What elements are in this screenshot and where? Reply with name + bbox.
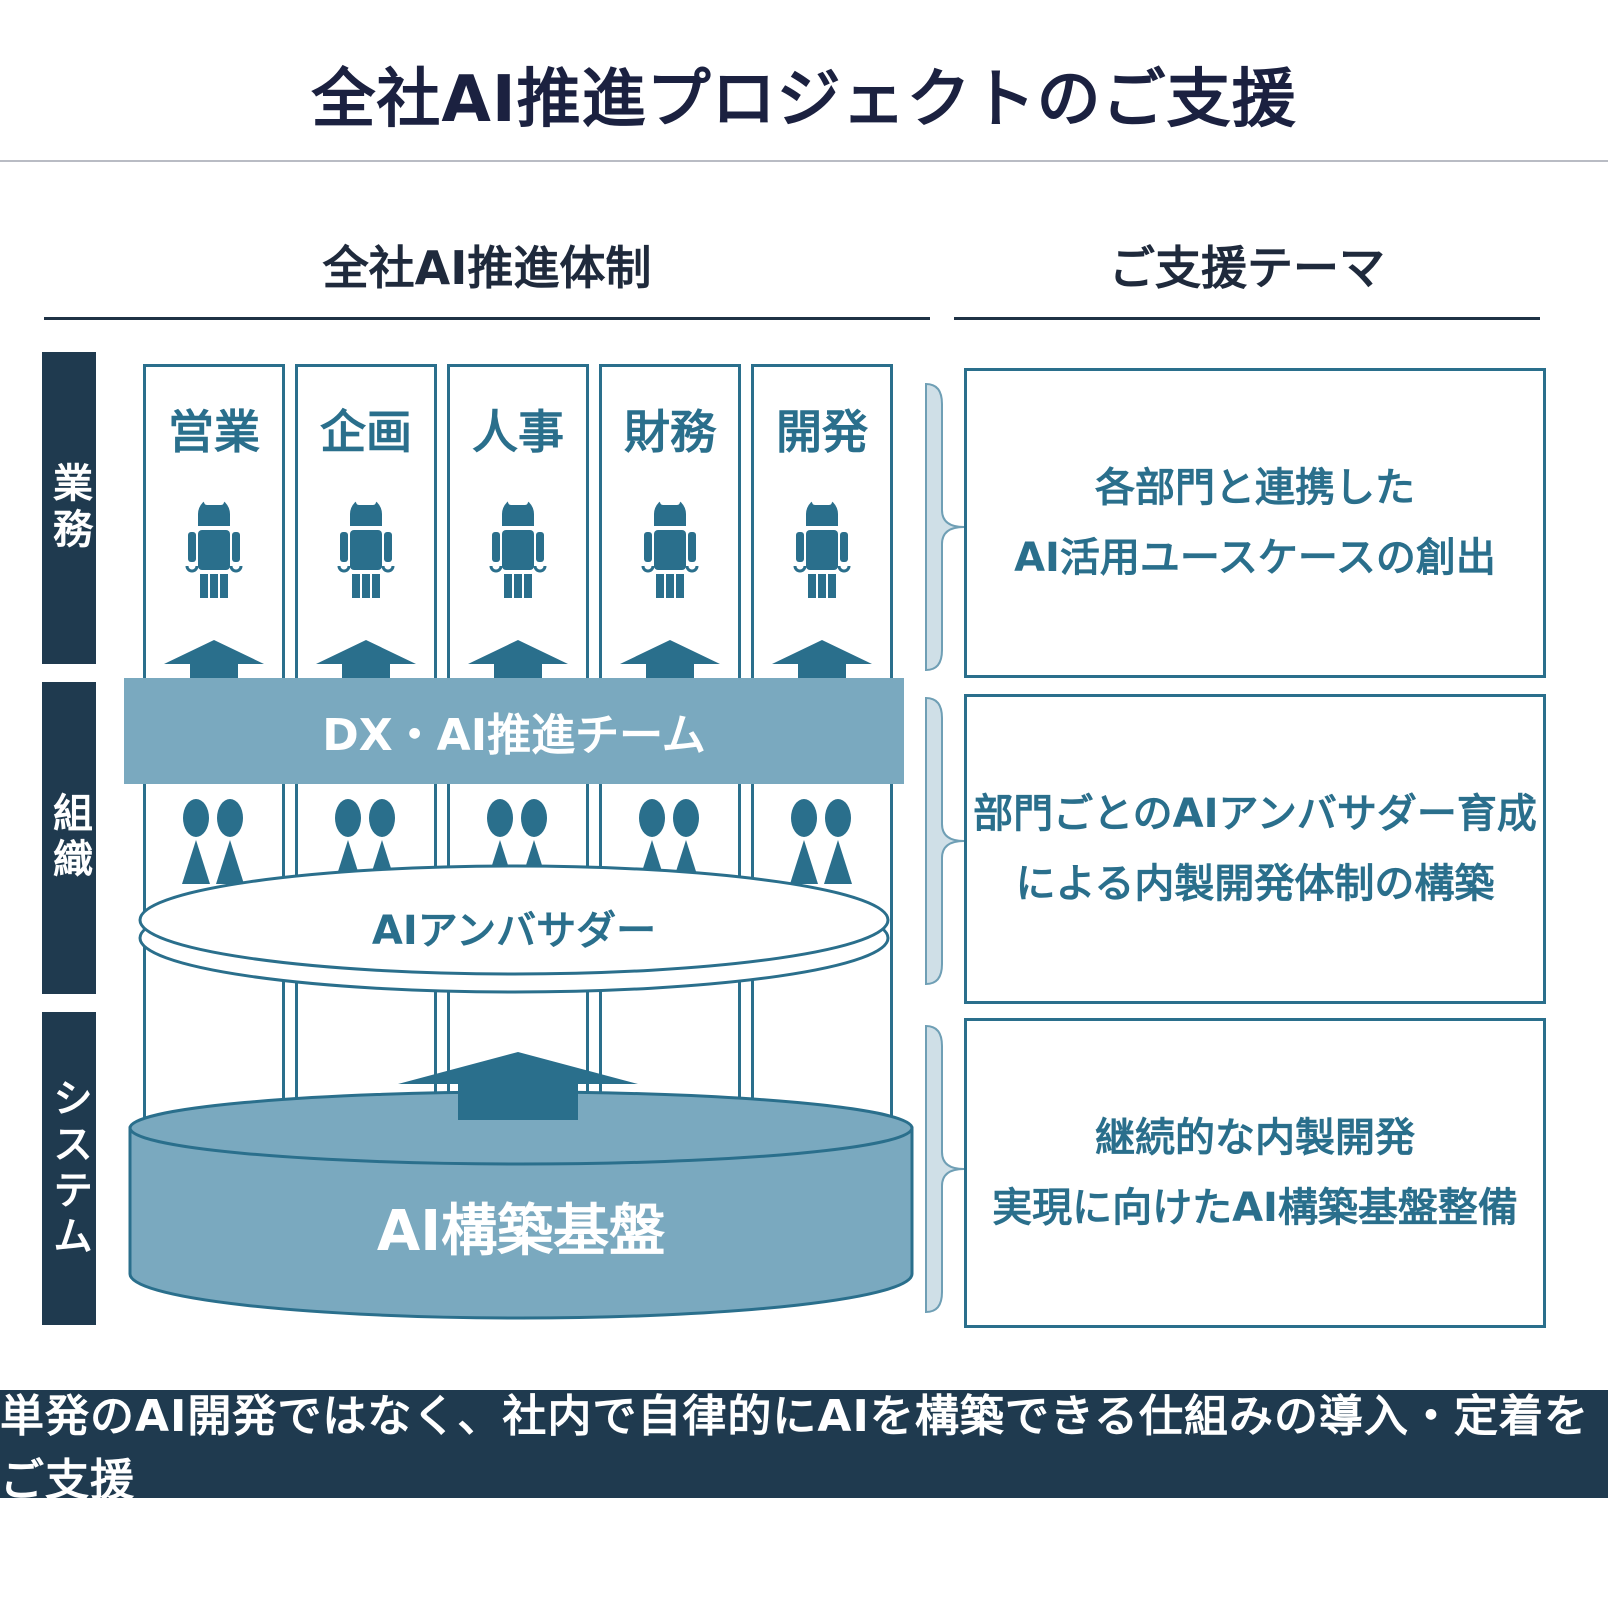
title-divider [0,160,1608,162]
dept-label-finance: 財務 [624,405,716,459]
right-heading: ご支援テーマ [1109,241,1385,295]
robot-icon [489,498,547,598]
left-heading-rule [44,317,930,320]
theme-line: AI活用ユースケースの創出 [1014,535,1496,581]
person-icon [790,799,852,884]
ambassador-disc [138,864,890,994]
dept-label-hr: 人事 [472,405,564,459]
brace-organization [925,696,965,986]
theme-line: 部門ごとのAIアンバサダー育成 [973,791,1537,837]
up-arrow-icon [398,1052,638,1120]
theme-line: 継続的な内製開発 [1095,1115,1415,1161]
theme-line: 各部門と連携した [1095,465,1415,511]
up-arrow-icon [164,640,264,688]
footer-banner: 単発のAI開発ではなく、社内で自律的にAIを構築できる仕組みの導入・定着をご支援 [0,1390,1608,1506]
robot-icon [185,498,243,598]
theme-line: による内製開発体制の構築 [1015,861,1495,907]
person-icon [182,799,244,884]
left-heading: 全社AI推進体制 [322,241,652,295]
brace-system [925,1024,965,1314]
robot-icon [641,498,699,598]
up-arrow-icon [620,640,720,688]
dept-label-planning: 企画 [320,405,412,459]
up-arrow-icon [772,640,872,688]
layer-label-business: 業務 [42,352,96,664]
up-arrow-icon [316,640,416,688]
platform-label: AI構築基盤 [376,1199,666,1264]
page-title: 全社AI推進プロジェクトのご支援 [311,63,1297,137]
dept-label-development: 開発 [776,405,868,459]
theme-line: 実現に向けたAI構築基盤整備 [992,1185,1518,1231]
brace-business [925,382,965,672]
layer-label-organization: 組織 [42,682,96,994]
dept-label-sales: 営業 [168,405,260,459]
dx-ai-team-bar: DX・AI推進チーム [124,678,904,784]
right-heading-rule [954,317,1540,320]
up-arrow-icon [468,640,568,688]
ambassador-label: AIアンバサダー [371,908,657,954]
theme-box-system: 継続的な内製開発 実現に向けたAI構築基盤整備 [964,1018,1546,1328]
layer-label-system: システム [42,1012,96,1325]
robot-icon [793,498,851,598]
ai-platform-cylinder [128,1090,914,1320]
theme-box-business: 各部門と連携した AI活用ユースケースの創出 [964,368,1546,678]
theme-box-organization: 部門ごとのAIアンバサダー育成 による内製開発体制の構築 [964,694,1546,1004]
robot-icon [337,498,395,598]
